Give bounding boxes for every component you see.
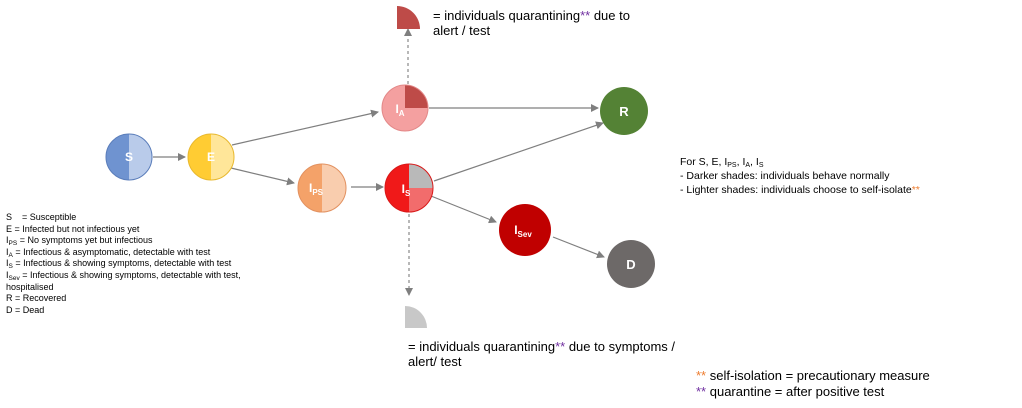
node-ia-sub: A: [399, 109, 405, 118]
node-ips: IPS: [297, 163, 347, 213]
legend-row-s: S = Susceptible: [6, 212, 241, 224]
node-is-label: IS: [402, 182, 411, 198]
compartment-legend: S = Susceptible E = Infected but not infe…: [6, 212, 241, 316]
quarantine-alert-main: = individuals quarantining: [433, 8, 581, 23]
node-is: IS: [384, 163, 434, 213]
quarantine-symptoms-text: = individuals quarantining** due to symp…: [408, 339, 728, 369]
note-self-isolation-text: self-isolation = precautionary measure: [706, 368, 930, 383]
legend-symbol: R: [6, 293, 13, 304]
note-self-isolation: ** self-isolation = precautionary measur…: [696, 368, 930, 384]
legend-description: = No symptoms yet but infectious: [19, 235, 153, 246]
quarantine-symptoms-rest: due to symptoms /: [565, 339, 676, 354]
legend-subscript: Sev: [8, 274, 20, 282]
legend-description: hospitalised: [6, 281, 54, 292]
node-ia-main: I: [395, 102, 398, 116]
quarantine-symptoms-stars: **: [555, 339, 566, 354]
quarantine-quadrant-symptoms-icon: [405, 306, 427, 328]
quarantine-symptoms-main: = individuals quarantining: [408, 339, 556, 354]
legend-row-isev-cont: hospitalised: [6, 282, 241, 294]
arrow-is-to-isev: [430, 195, 497, 224]
shade-sub-is: S: [758, 162, 764, 169]
shade-heading: For S, E, IPS, IA, IS: [680, 156, 764, 169]
ia-quarantine-quadrant: [405, 85, 428, 108]
legend-row-r: R = Recovered: [6, 293, 241, 305]
note-quarantine: ** quarantine = after positive test: [696, 384, 884, 400]
node-ips-label: IPS: [309, 181, 324, 197]
node-e: E: [187, 133, 235, 181]
node-s-label: S: [125, 150, 133, 164]
transition-arrows: [153, 104, 605, 259]
legend-row-is: IS = Infectious & showing symptoms, dete…: [6, 258, 241, 270]
quarantine-quadrant-alert-icon: [397, 6, 420, 29]
node-r-label: R: [619, 104, 629, 119]
note-quarantine-text: quarantine = after positive test: [706, 384, 885, 399]
legend-symbol: I: [6, 269, 9, 280]
quarantine-arrows: [404, 28, 413, 296]
node-is-main: I: [402, 182, 405, 196]
legend-description: = Infectious & showing symptoms, detecta…: [22, 269, 241, 280]
legend-description: = Infected but not infectious yet: [14, 223, 140, 234]
legend-row-d: D = Dead: [6, 305, 241, 317]
shade-darker-line: - Darker shades: individuals behave norm…: [680, 170, 890, 182]
node-ia-label: IA: [395, 102, 404, 118]
legend-row-ips: IPS = No symptoms yet but infectious: [6, 235, 241, 247]
arrow-isev-to-d: [552, 236, 605, 259]
quarantine-alert-line2: alert / test: [433, 23, 491, 38]
legend-symbol: I: [6, 235, 9, 246]
legend-symbol: E: [6, 223, 13, 234]
legend-description: = Infectious & asymptomatic, detectable …: [15, 246, 211, 257]
legend-subscript: A: [8, 251, 13, 259]
legend-subscript: PS: [8, 240, 18, 248]
node-d-label: D: [626, 257, 635, 272]
legend-symbol: I: [6, 258, 9, 269]
node-s: S: [105, 133, 153, 181]
node-ips-main: I: [309, 181, 312, 195]
node-isev-main: I: [514, 223, 517, 237]
node-isev-sub: Sev: [518, 230, 533, 239]
quarantine-alert-text: = individuals quarantining** due to aler…: [433, 8, 693, 38]
shade-explanation: For S, E, IPS, IA, IS - Darker shades: i…: [680, 155, 920, 197]
node-r: R: [600, 87, 648, 135]
legend-subscript: S: [8, 263, 13, 271]
shade-lighter-text: - Lighter shades: individuals choose to …: [680, 184, 912, 196]
legend-description: = Susceptible: [22, 212, 77, 222]
note-quarantine-stars: **: [696, 384, 707, 399]
is-quarantine-quadrant: [409, 164, 433, 188]
legend-row-e: E = Infected but not infectious yet: [6, 224, 241, 236]
shade-sub-ia: A: [745, 162, 751, 169]
shade-heading-prefix: For S, E,: [680, 156, 725, 168]
arrow-e-to-ips: [230, 167, 295, 186]
shade-lighter-line: - Lighter shades: individuals choose to …: [680, 183, 920, 197]
legend-description: = Infectious & showing symptoms, detecta…: [15, 258, 232, 269]
node-isev-label: ISev: [514, 223, 532, 239]
quarantine-alert-stars: **: [580, 8, 591, 23]
quarantine-symptoms-line2: alert/ test: [408, 354, 462, 369]
node-ips-sub: PS: [312, 188, 323, 197]
node-e-label: E: [207, 150, 215, 164]
node-isev: ISev: [499, 204, 551, 256]
legend-symbol: D: [6, 304, 13, 315]
node-ia: IA: [381, 84, 429, 132]
legend-symbol: I: [6, 246, 9, 257]
legend-row-isev: ISev = Infectious & showing symptoms, de…: [6, 270, 241, 282]
node-d: D: [607, 240, 655, 288]
legend-description: = Dead: [15, 304, 45, 315]
note-self-isolation-stars: **: [696, 368, 707, 383]
shade-stars: **: [911, 184, 920, 196]
quarantine-alert-rest: due to: [590, 8, 630, 23]
node-is-sub: S: [405, 189, 411, 198]
legend-symbol: S: [6, 212, 13, 222]
arrow-e-to-ia: [231, 109, 379, 146]
legend-description: = Recovered: [15, 293, 67, 304]
legend-row-ia: IA = Infectious & asymptomatic, detectab…: [6, 247, 241, 259]
shade-sub-ips: PS: [727, 162, 737, 169]
arrow-is-to-r: [433, 121, 604, 182]
